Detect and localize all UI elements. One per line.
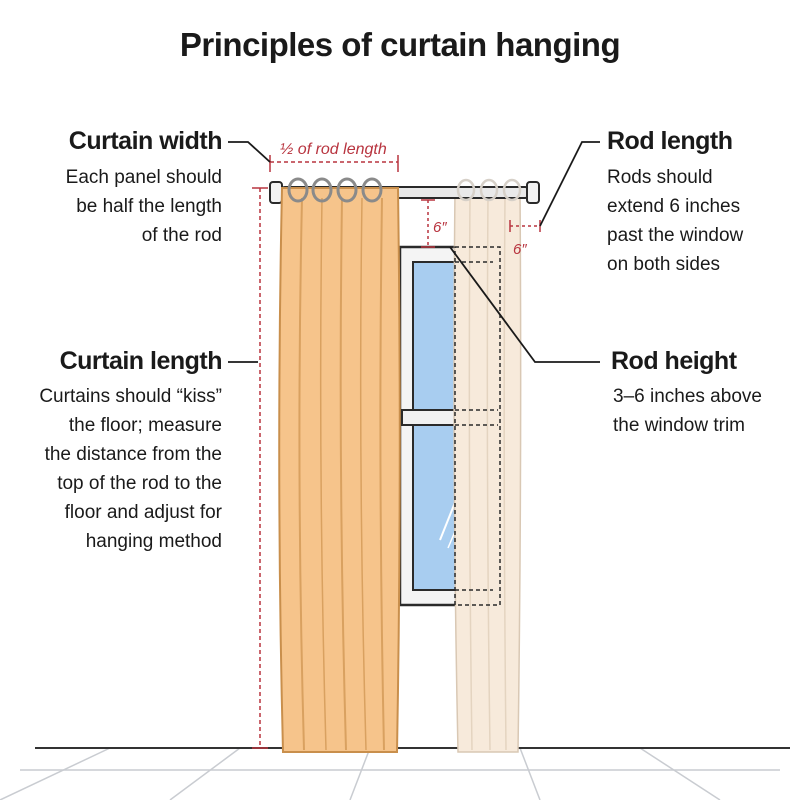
rod-height-label: 6″ bbox=[433, 219, 447, 236]
rod-height-heading: Rod height bbox=[611, 347, 737, 375]
text-line: Each panel should bbox=[65, 167, 222, 188]
floor bbox=[0, 747, 780, 800]
rod-extension-label: 6″ bbox=[513, 241, 527, 258]
text-line: 3–6 inches above bbox=[613, 386, 762, 407]
text-line: the floor; measure bbox=[68, 415, 222, 436]
text-line: the window trim bbox=[613, 415, 745, 436]
text-line: of the rod bbox=[141, 225, 222, 246]
rod-length-text: Rods should extend 6 inches past the win… bbox=[607, 163, 743, 279]
text-line: hanging method bbox=[85, 531, 222, 552]
measurements bbox=[252, 155, 541, 749]
rod-height-text: 3–6 inches above the window trim bbox=[613, 382, 762, 440]
grommet bbox=[336, 177, 358, 203]
text-line: Curtains should “kiss” bbox=[39, 386, 222, 407]
leader-rod-length bbox=[539, 141, 600, 227]
curtain-length-heading: Curtain length bbox=[59, 347, 223, 375]
leader-curtain-width bbox=[228, 141, 271, 163]
text-line: on both sides bbox=[607, 254, 721, 275]
rod-length-heading: Rod length bbox=[607, 127, 733, 155]
front-curtain bbox=[278, 187, 401, 753]
leader-rod-height bbox=[449, 246, 600, 363]
leader-lines bbox=[228, 141, 600, 363]
text-line: extend 6 inches bbox=[607, 196, 741, 217]
grommet bbox=[361, 177, 383, 203]
grommet bbox=[479, 178, 499, 202]
text-line: past the window bbox=[607, 225, 744, 246]
text-line: top of the rod to the bbox=[57, 473, 222, 494]
text-line: the distance from the bbox=[44, 444, 222, 465]
text-line: floor and adjust for bbox=[64, 502, 222, 523]
rod-finial-right bbox=[526, 181, 540, 204]
grommet bbox=[311, 177, 333, 203]
curtain-length-text: Curtains should “kiss” the floor; measur… bbox=[39, 382, 222, 556]
grommet bbox=[456, 178, 476, 202]
window-hidden-outline bbox=[454, 246, 501, 606]
diagram-title: Principles of curtain hanging bbox=[179, 26, 621, 63]
half-rod-label: ½ of rod length bbox=[280, 141, 387, 158]
text-line: be half the length bbox=[76, 196, 222, 217]
grommet bbox=[287, 177, 309, 203]
text-line: Rods should bbox=[607, 167, 713, 188]
sheer-curtain bbox=[453, 189, 522, 753]
grommets bbox=[287, 177, 522, 203]
curtain-width-heading: Curtain width bbox=[68, 127, 223, 155]
grommet bbox=[502, 178, 522, 202]
rod-finial-left bbox=[269, 181, 283, 204]
curtain-width-text: Each panel should be half the length of … bbox=[66, 163, 222, 250]
